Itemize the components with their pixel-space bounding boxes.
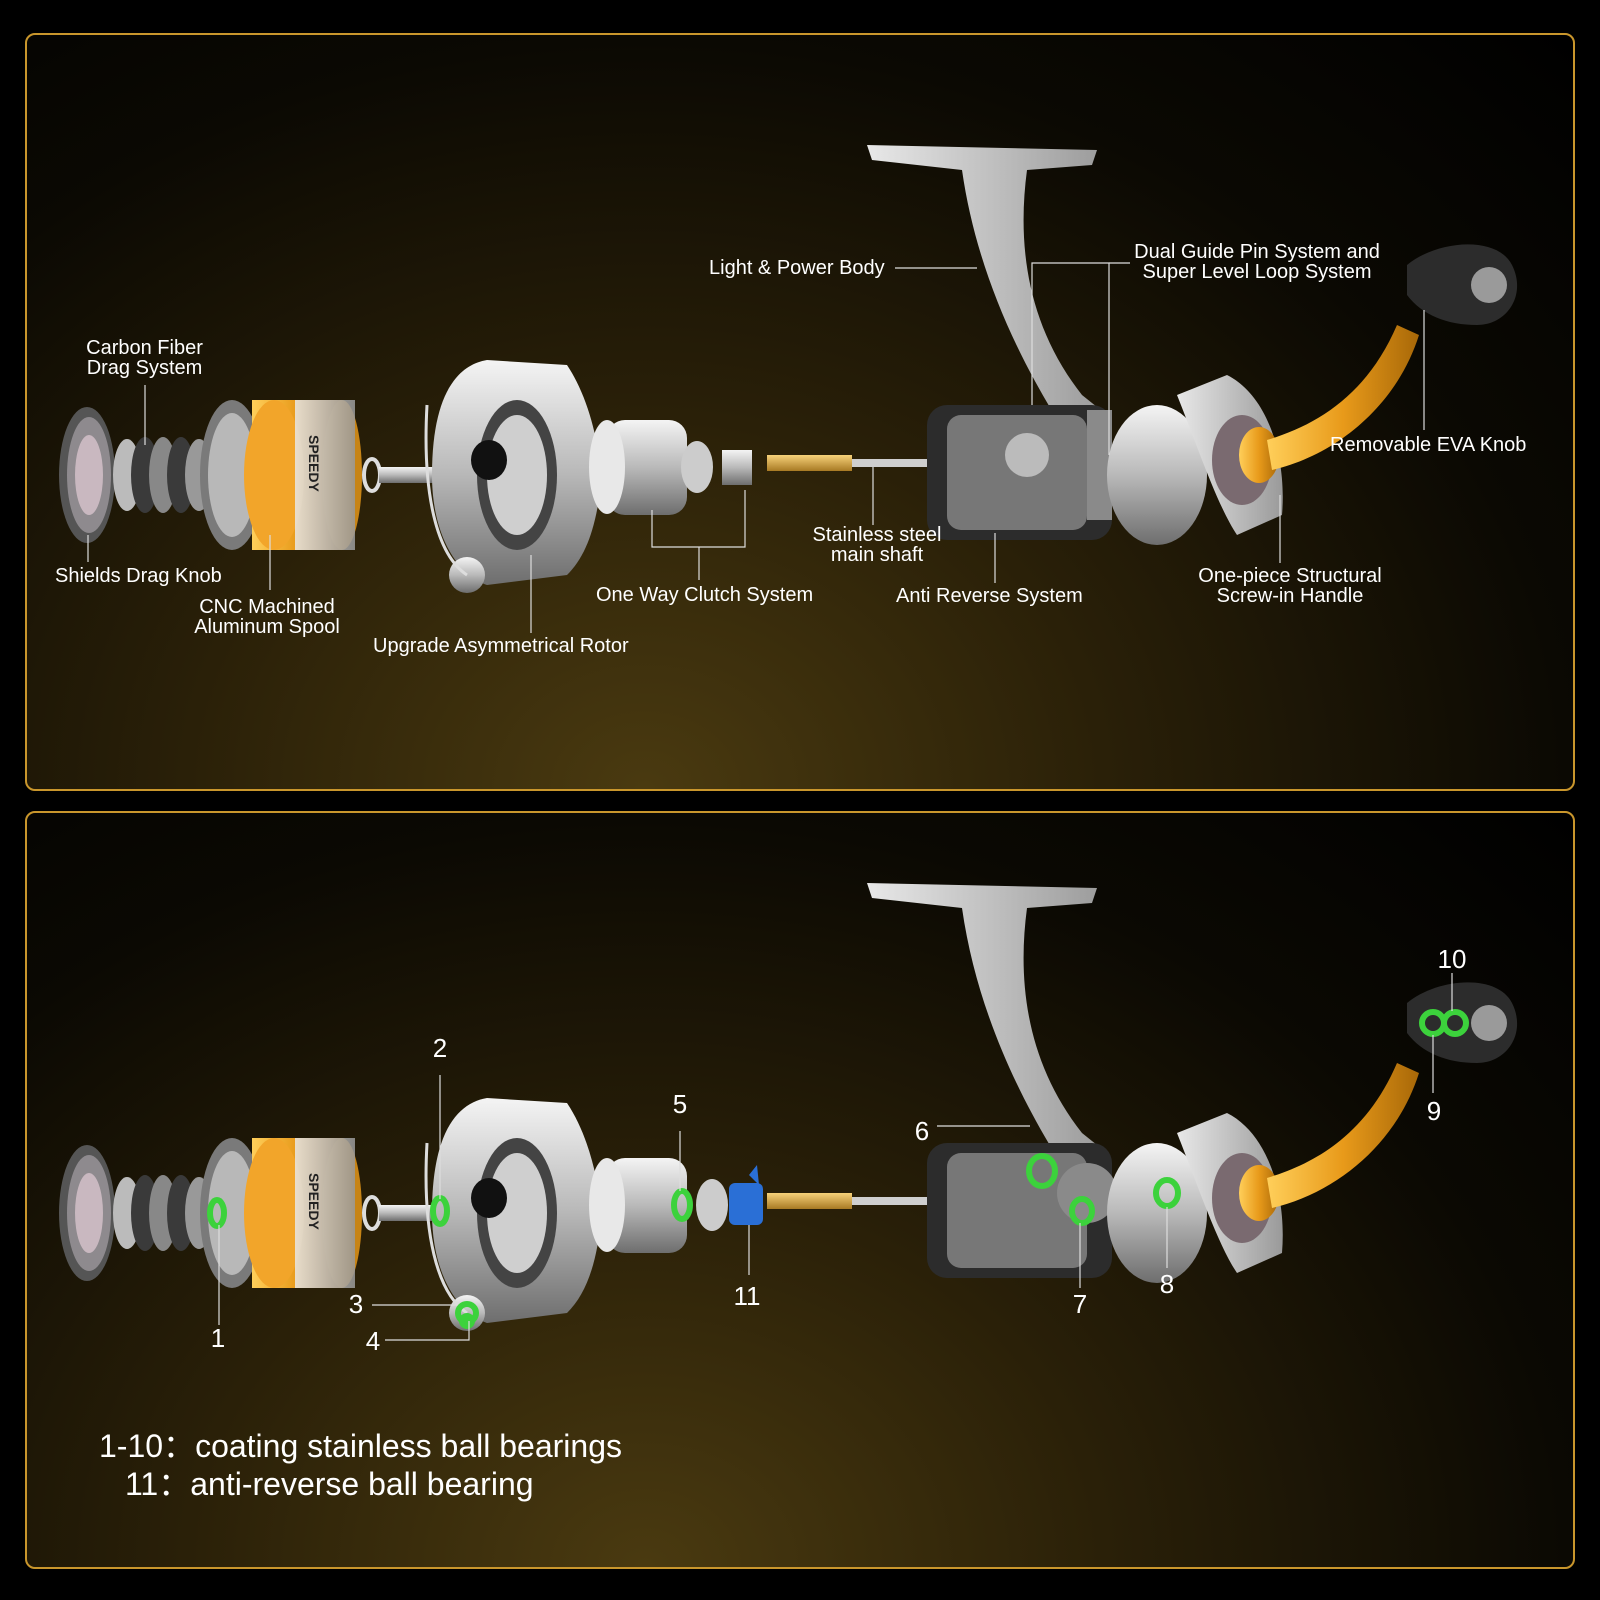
one-way-clutch-label: One Way Clutch System [596, 584, 814, 606]
bearing-8-icon [1153, 1177, 1181, 1209]
legend-key: 11： [125, 1466, 191, 1502]
bearing-number-11: 11 [733, 1281, 761, 1311]
legend-line-2: 11：anti-reverse ball bearing [125, 1465, 534, 1503]
bearing-number-8: 8 [1159, 1269, 1175, 1299]
spool-part [200, 1138, 362, 1288]
spool-brand-text: SPEEDY [306, 435, 322, 492]
bearing-5-icon [671, 1188, 693, 1222]
label-line: CNC Machined [199, 596, 335, 618]
leader-lines [87, 262, 1425, 633]
rotor-part [424, 1098, 602, 1331]
exploded-view-panel: SPEEDY [25, 33, 1575, 791]
bearing-number-2: 2 [432, 1033, 448, 1063]
leader-lines [218, 973, 1453, 1341]
bearing-number-9: 9 [1426, 1096, 1442, 1126]
bearing-number-6: 6 [914, 1116, 930, 1146]
bearing-3-icon [455, 1301, 479, 1325]
bearing-number-5: 5 [672, 1089, 688, 1119]
ball-bearings [207, 1009, 1469, 1329]
legend-text: coating stainless ball bearings [195, 1428, 622, 1464]
bearing-number-1: 1 [210, 1323, 226, 1353]
bearing-4-icon [459, 1313, 475, 1329]
bearing-positions-panel: SPEEDY [25, 811, 1575, 1569]
label-line: Super Level Loop System [1142, 261, 1372, 283]
drag-washers-part [113, 437, 213, 513]
label-line: One-piece Structural [1198, 565, 1382, 587]
reel-body-part [867, 883, 1283, 1283]
bearing-number-10: 10 [1437, 944, 1467, 974]
legend-line-1: 1-10：coating stainless ball bearings [99, 1427, 622, 1465]
rotor-shaft-part [362, 457, 449, 493]
drag-knob-part [59, 1145, 115, 1281]
drag-knob-part [59, 407, 115, 543]
handle-part [1239, 982, 1518, 1221]
light-power-body-label: Light & Power Body [709, 257, 885, 279]
screw-in-handle-label: One-piece Structural Screw-in Handle [1190, 566, 1390, 606]
drag-washers-part [113, 1175, 213, 1251]
bearing-number-7: 7 [1072, 1289, 1088, 1319]
label-line: main shaft [830, 544, 924, 566]
reel-body-part [867, 145, 1283, 545]
label-line: Dual Guide Pin System and [1134, 241, 1380, 263]
shields-drag-knob-label: Shields Drag Knob [55, 565, 222, 587]
spool-part [200, 400, 362, 550]
label-line: Drag System [86, 357, 203, 379]
handle-part [1239, 244, 1518, 483]
reel-bearing-illustration: SPEEDY [59, 883, 1518, 1341]
label-line: Aluminum Spool [194, 616, 340, 638]
cnc-aluminum-spool-label: CNC Machined Aluminum Spool [187, 597, 347, 637]
bearing-7-icon [1069, 1196, 1095, 1226]
bearing-number-4: 4 [365, 1326, 381, 1356]
upgrade-rotor-label: Upgrade Asymmetrical Rotor [373, 635, 629, 657]
carbon-fiber-drag-label: Carbon Fiber Drag System [67, 338, 222, 378]
bearing-1-icon [207, 1197, 227, 1229]
rotor-part [424, 360, 602, 593]
bearing-number-3: 3 [348, 1289, 364, 1319]
removable-eva-knob-label: Removable EVA Knob [1330, 434, 1527, 456]
label-line: Screw-in Handle [1216, 585, 1364, 607]
legend-text: anti-reverse ball bearing [190, 1466, 534, 1502]
spool-brand-text: SPEEDY [306, 1173, 322, 1230]
clutch-part [589, 420, 752, 515]
anti-reverse-label: Anti Reverse System [896, 585, 1083, 607]
label-line: Carbon Fiber [86, 337, 203, 359]
label-line: Stainless steel [812, 524, 942, 546]
clutch-part [589, 1158, 728, 1253]
anti-reverse-bearing-icon [729, 1165, 763, 1225]
bearing-10-icon [1441, 1009, 1469, 1037]
dual-guide-pin-label: Dual Guide Pin System and Super Level Lo… [1132, 242, 1382, 282]
reel-exploded-illustration: SPEEDY [59, 145, 1518, 633]
bearing-6-icon [1026, 1153, 1058, 1189]
legend-key: 1-10： [99, 1428, 196, 1464]
main-shaft-label: Stainless steel main shaft [807, 525, 947, 565]
